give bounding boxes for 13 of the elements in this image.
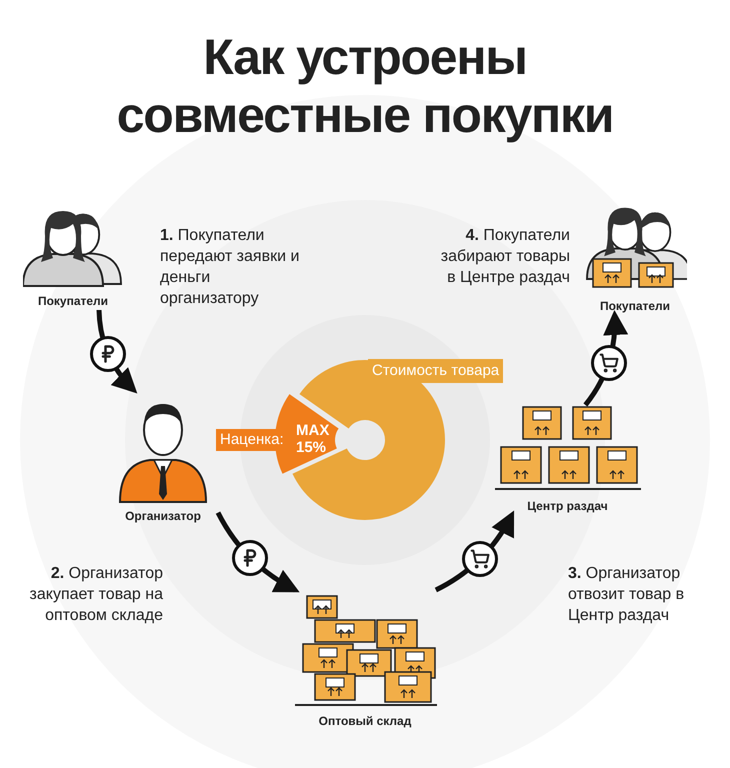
step-description: 3. Организатор отвозит товар в Центр раздач	[568, 564, 686, 626]
node-label: Покупатели	[38, 293, 108, 310]
node-label: Центр раздач	[527, 498, 608, 515]
node-label: Организатор	[125, 508, 201, 525]
chart-label: Стоимость товара	[368, 359, 504, 383]
step-description: 2. Организатор закупает товар на оптовом складе	[28, 564, 163, 626]
node-label: Покупатели	[600, 298, 670, 315]
step-description: 1. Покупатели передают заявки и деньги организатору	[160, 226, 300, 309]
chart-value: 15%	[296, 440, 326, 456]
step-description: 4. Покупатели забирают товары в Центре раздач	[440, 226, 570, 288]
title: Как устроены совместные покупки	[116, 28, 614, 144]
chart-value: MAX	[296, 423, 330, 439]
node-label: Оптовый склад	[318, 713, 412, 730]
